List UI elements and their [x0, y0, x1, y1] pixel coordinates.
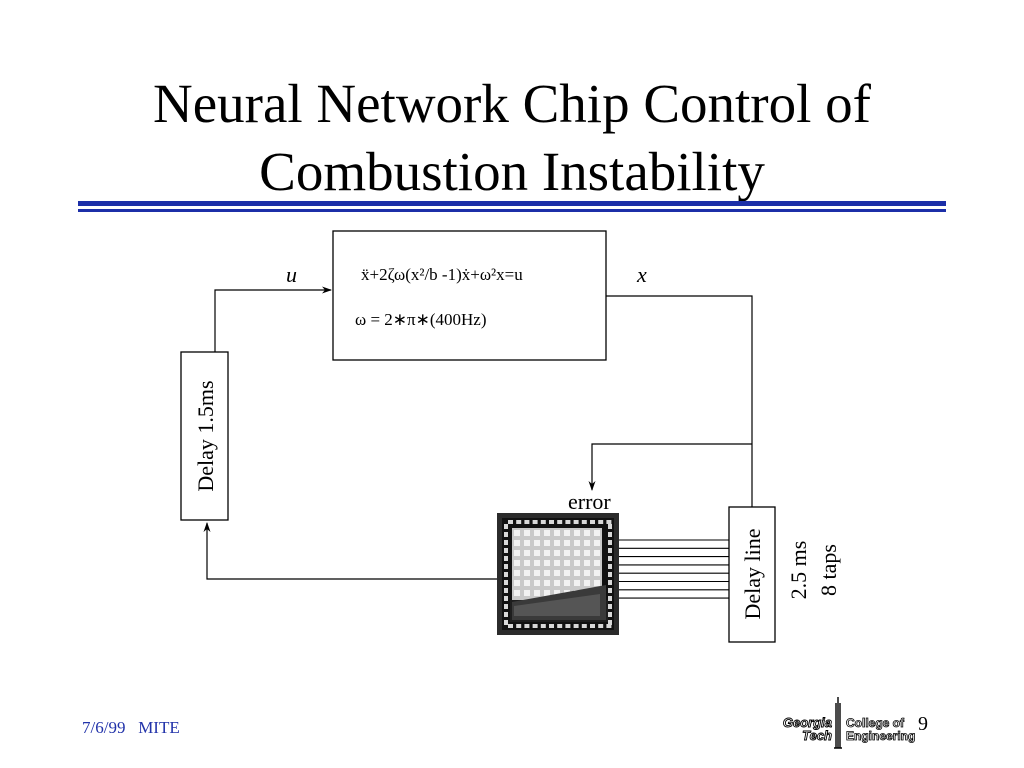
- chip-pad: [504, 532, 508, 537]
- georgia-tech-logo: Georgia Tech College of Engineering: [782, 697, 916, 749]
- wire-u-to-plant: [214, 286, 332, 352]
- chip-pad: [598, 520, 604, 524]
- chip-pad: [504, 556, 508, 561]
- delay-spec-taps: 8 taps: [816, 544, 841, 596]
- chip-pad: [549, 624, 554, 628]
- chip-pad: [504, 604, 508, 609]
- delay-line-label: Delay line: [740, 528, 765, 619]
- chip-pad: [590, 520, 595, 524]
- plant-equation: ẍ+2ζω(x²/b -1)ẋ+ω²x=u: [361, 265, 523, 284]
- delay-spec-ms: 2.5 ms: [786, 541, 811, 600]
- chip-pad: [504, 548, 508, 553]
- title-rule-bottom: [78, 209, 946, 212]
- chip-pad: [590, 624, 595, 628]
- chip-pad: [504, 588, 508, 593]
- chip-pad: [608, 612, 612, 617]
- chip-pad: [524, 520, 530, 524]
- chip-pad: [508, 520, 513, 524]
- tap-lines: [619, 539, 729, 599]
- chip-pad: [540, 520, 546, 524]
- chip-pad: [516, 520, 522, 524]
- chip-pad: [504, 540, 508, 545]
- delay-box-left: [180, 351, 229, 521]
- chip-pad: [532, 520, 538, 524]
- chip-pad: [608, 540, 612, 545]
- error-label: error: [568, 489, 611, 514]
- output-label-x: x: [636, 262, 647, 287]
- chip-pad: [504, 620, 508, 625]
- chip-pad: [608, 604, 612, 609]
- chip-pad: [608, 548, 612, 553]
- chip-pad: [606, 520, 612, 524]
- signal-wires: [203, 286, 753, 580]
- chip-pad: [598, 624, 604, 628]
- wire-x-out: [606, 295, 753, 507]
- plant-block: [332, 230, 607, 361]
- chip-pad: [540, 624, 546, 628]
- chip-pad: [581, 624, 587, 628]
- chip-pad: [557, 520, 563, 524]
- delay-left-label: Delay 1.5ms: [193, 380, 218, 491]
- logo-georgia: Georgia: [783, 715, 832, 730]
- chip-pad: [508, 624, 513, 628]
- chip-pad: [608, 564, 612, 569]
- title-line-2: Combustion Instability: [259, 141, 765, 202]
- chip-pad: [532, 624, 538, 628]
- chip-pad: [504, 572, 508, 577]
- footer-date: 7/6/99 MITE: [82, 718, 180, 737]
- chip-pad: [565, 520, 571, 524]
- chip-pad: [581, 520, 587, 524]
- slide-title: Neural Network Chip Control of Combustio…: [0, 70, 1024, 206]
- chip-pad: [504, 596, 508, 601]
- chip-pad: [608, 572, 612, 577]
- tower-icon: [834, 697, 842, 749]
- chip-pad: [524, 624, 530, 628]
- logo-tech: Tech: [802, 728, 832, 743]
- chip-pad: [608, 588, 612, 593]
- chip-pad: [608, 596, 612, 601]
- chip-pad: [608, 532, 612, 537]
- delay-line-box: [728, 506, 776, 643]
- chip-pad: [557, 624, 563, 628]
- input-label-u: u: [286, 262, 297, 287]
- wire-error-feedback: [588, 443, 752, 491]
- title-line-1: Neural Network Chip Control of: [153, 73, 871, 134]
- chip-pad: [504, 612, 508, 617]
- chip-pad: [573, 520, 579, 524]
- chip-pad: [565, 624, 571, 628]
- omega-equation: ω = 2∗π∗(400Hz): [355, 310, 487, 329]
- page-number: 9: [918, 713, 928, 735]
- logo-college-of: College of: [846, 716, 905, 730]
- title-rule-top: [78, 201, 946, 206]
- chip-pad: [608, 556, 612, 561]
- logo-engineering: Engineering: [846, 729, 915, 743]
- chip-pad: [608, 524, 612, 529]
- wire-chip-to-delay: [203, 522, 498, 580]
- neural-chip: [497, 513, 619, 635]
- chip-pad: [504, 524, 508, 529]
- chip-pad: [608, 620, 612, 625]
- chip-pad: [549, 520, 554, 524]
- chip-pad: [608, 580, 612, 585]
- chip-pad: [573, 624, 579, 628]
- chip-pad: [606, 624, 612, 628]
- chip-pad: [516, 624, 522, 628]
- chip-pad: [504, 564, 508, 569]
- chip-pad: [504, 580, 508, 585]
